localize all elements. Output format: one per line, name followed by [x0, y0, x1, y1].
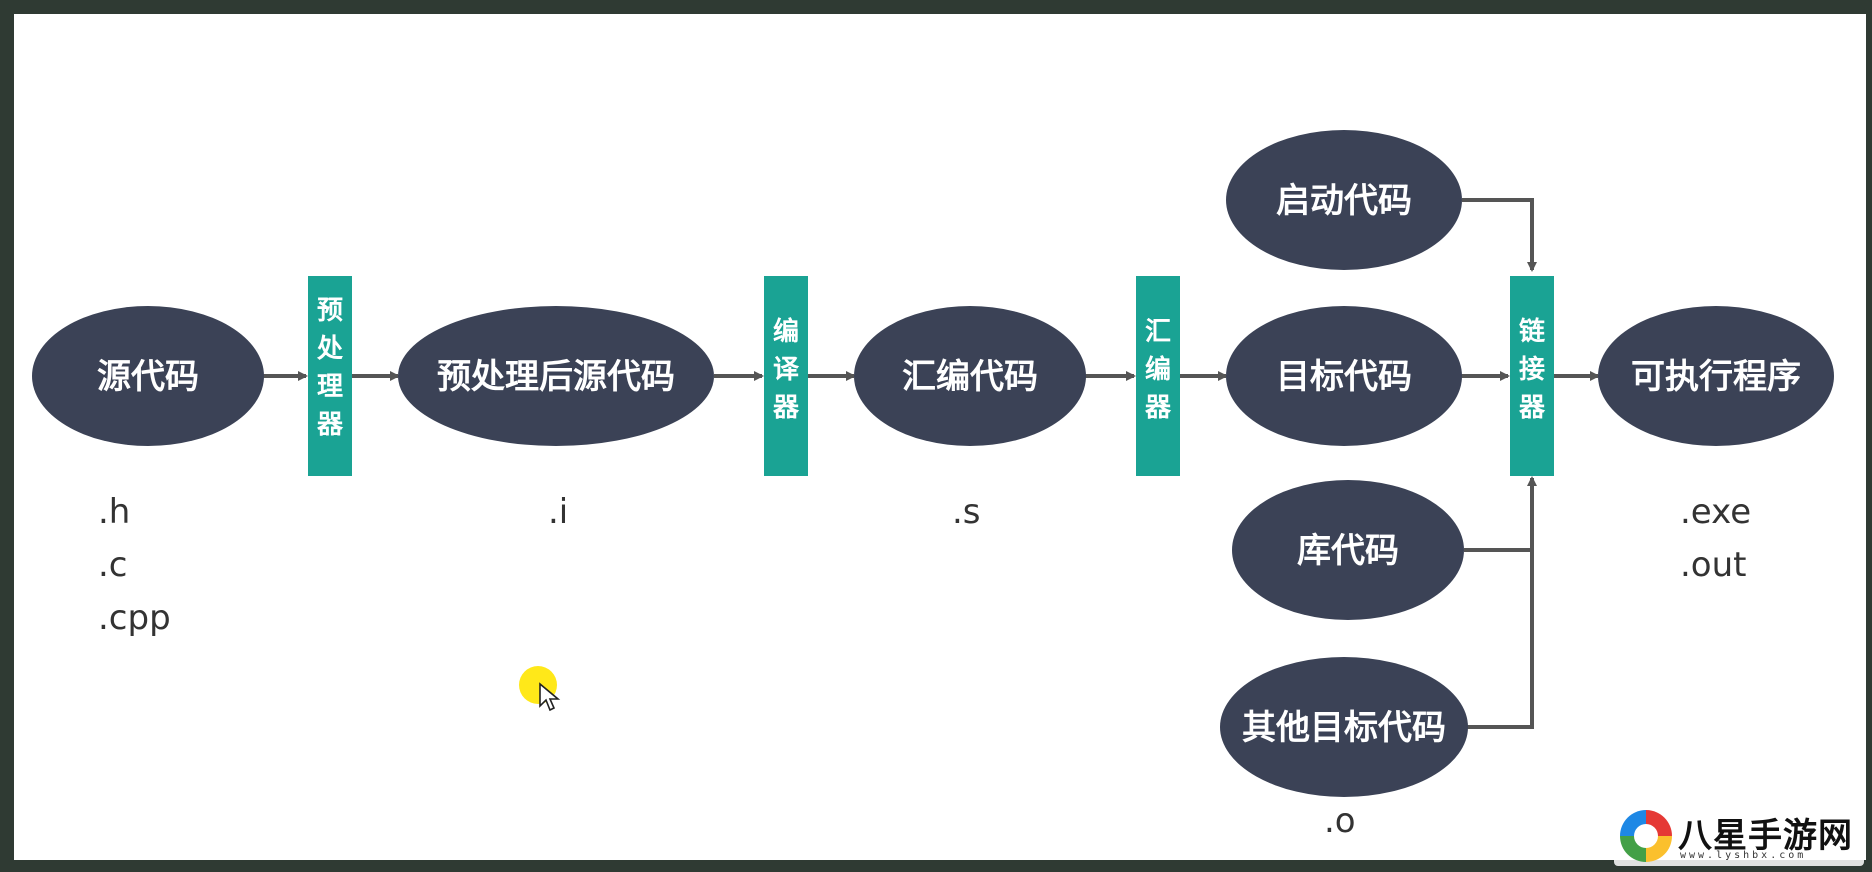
ext-o: .o [1324, 801, 1356, 841]
preprocessor-char-3: 理 [317, 372, 343, 402]
compilation-flow-diagram: 源代码 预处理后源代码 汇编代码 启动代码 目标代码 库代码 其他目标代码 可执… [32, 130, 1834, 841]
assembler-bar [1136, 276, 1180, 476]
node-library-ellipse [1232, 480, 1464, 620]
linker-bar [1510, 276, 1554, 476]
node-object-label: 目标代码 [1276, 357, 1412, 397]
watermark-url: www.lyshbx.com [1680, 850, 1807, 861]
node-other-objects-label: 其他目标代码 [1242, 708, 1446, 748]
preprocessor-bar [308, 276, 352, 476]
node-other-objects-ellipse [1220, 657, 1468, 797]
node-startup-label: 启动代码 [1276, 181, 1412, 221]
diagram-canvas: 源代码 预处理后源代码 汇编代码 启动代码 目标代码 库代码 其他目标代码 可执… [14, 14, 1866, 860]
arrow-others-to-linker [1466, 476, 1537, 729]
node-executable-label: 可执行程序 [1631, 357, 1801, 397]
linker-char-3: 器 [1518, 393, 1546, 423]
compiler-char-3: 器 [772, 393, 800, 423]
code-nodes: 源代码 预处理后源代码 汇编代码 启动代码 目标代码 库代码 其他目标代码 可执… [32, 130, 1834, 797]
node-object-ellipse [1226, 306, 1462, 446]
compiler-char-1: 编 [773, 316, 799, 347]
ext-exe: .exe [1680, 492, 1751, 532]
node-executable-ellipse [1598, 306, 1834, 446]
ext-c: .c [98, 545, 128, 585]
preprocessor-char-1: 预 [317, 296, 343, 326]
node-library-label: 库代码 [1297, 531, 1399, 571]
node-source-label: 源代码 [97, 357, 199, 397]
ext-s: .s [952, 492, 981, 532]
assembler-char-2: 编 [1145, 354, 1171, 385]
linker-char-2: 接 [1519, 355, 1545, 385]
node-preprocessed-ellipse [398, 306, 714, 446]
node-preprocessed-label: 预处理后源代码 [437, 357, 675, 397]
ext-i: .i [548, 492, 568, 532]
mouse-pointer-icon [539, 682, 561, 712]
node-startup-ellipse [1226, 130, 1462, 270]
ext-h: .h [98, 492, 130, 532]
preprocessor-char-2: 处 [316, 334, 343, 364]
node-assembly-ellipse [854, 306, 1086, 446]
compiler-char-2: 译 [773, 355, 800, 385]
node-assembly-label: 汇编代码 [902, 357, 1038, 397]
ext-cpp: .cpp [98, 598, 171, 638]
ext-out: .out [1680, 545, 1747, 585]
linker-char-1: 链 [1519, 316, 1545, 347]
compiler-bar [764, 276, 808, 476]
processor-bars: 预 处 理 器 编 译 器 汇 编 器 链 接 器 [308, 276, 1554, 476]
assembler-char-1: 汇 [1145, 317, 1171, 347]
preprocessor-char-4: 器 [316, 410, 344, 440]
assembler-char-3: 器 [1144, 393, 1172, 423]
arrow-startup-to-linker [1462, 198, 1537, 272]
watermark: 八星手游网 www.lyshbx.com [1614, 806, 1864, 866]
colorful-circle-logo-icon [1620, 810, 1672, 862]
flow-arrows [262, 198, 1600, 729]
extension-labels: .h .c .cpp .i .s .o .exe .out [98, 492, 1751, 841]
watermark-title: 八星手游网 [1678, 816, 1853, 856]
node-source-ellipse [32, 306, 264, 446]
